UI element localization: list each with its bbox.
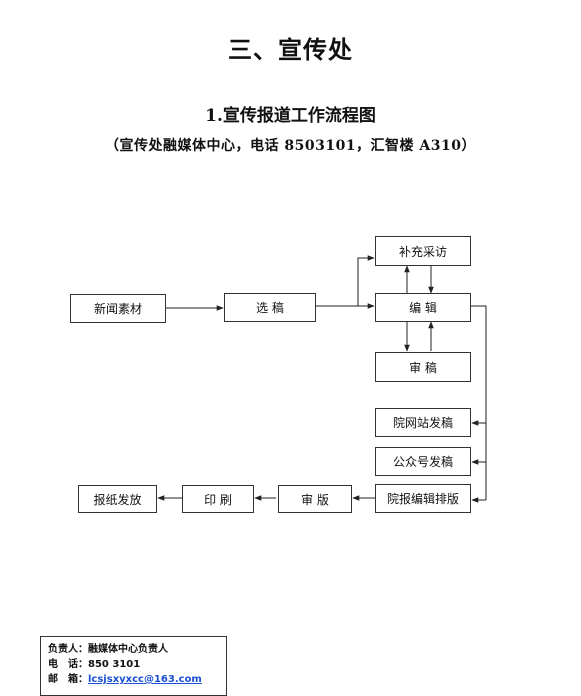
section-title: 1.宣传报道工作流程图 [205, 106, 376, 126]
node-wechat-publish: 公众号发稿 [375, 447, 471, 476]
node-news-material: 新闻素材 [70, 294, 166, 323]
arrow-select-to-supplement [357, 255, 375, 306]
contact-phone-row: 电 话：850 3101 [48, 657, 226, 672]
node-site-publish: 院网站发稿 [375, 408, 471, 437]
contact-person-row: 负责人：融媒体中心负责人 [48, 642, 226, 657]
contact-phone-value: 850 3101 [88, 659, 141, 670]
node-newspaper-distribute: 报纸发放 [78, 485, 157, 513]
node-select-draft: 选 稿 [224, 293, 316, 322]
node-review-layout: 审 版 [278, 485, 352, 513]
contact-person-value: 融媒体中心负责人 [88, 644, 168, 655]
contact-person-label: 负责人： [48, 644, 88, 655]
node-review-draft: 审 稿 [375, 352, 471, 382]
bus-edit-right [470, 305, 487, 500]
node-newspaper-layout: 院报编辑排版 [375, 484, 471, 513]
node-print: 印 刷 [182, 485, 254, 513]
contact-phone-label: 电 话： [48, 659, 88, 670]
contact-box: 负责人：融媒体中心负责人 电 话：850 3101 邮 箱：lcsjsxyxcc… [40, 636, 227, 696]
page-title: 三、宣传处 [228, 35, 353, 64]
node-supplement-interview: 补充采访 [375, 236, 471, 266]
contact-email-row: 邮 箱：lcsjsxyxcc@163.com [48, 672, 226, 687]
contact-email-label: 邮 箱： [48, 674, 88, 685]
contact-line: （宣传处融媒体中心，电话 8503101，汇智楼 A310） [104, 138, 477, 154]
node-edit: 编 辑 [375, 293, 471, 322]
contact-email-link[interactable]: lcsjsxyxcc@163.com [88, 674, 202, 685]
